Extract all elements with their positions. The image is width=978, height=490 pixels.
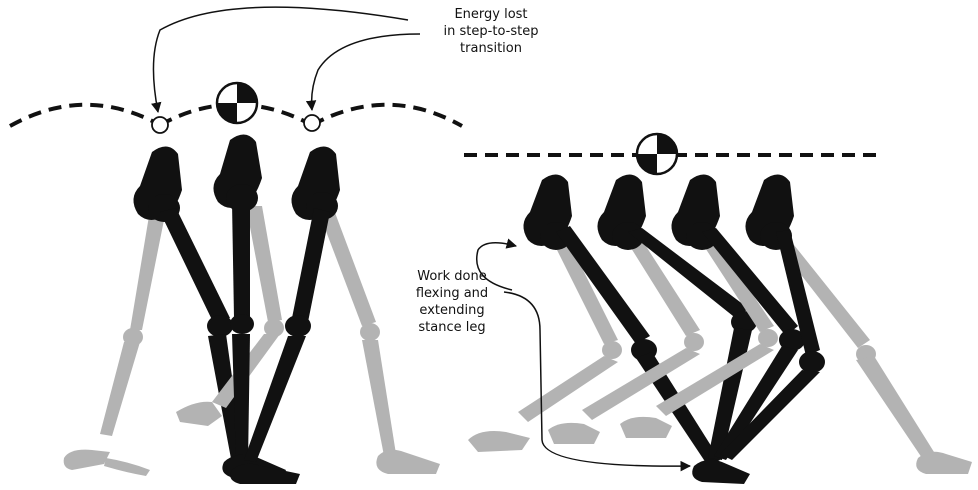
- energy-arrow-right: [312, 34, 420, 110]
- swing-leg: [64, 210, 166, 476]
- swing-leg: [318, 210, 440, 474]
- crouched-leg-panel: [464, 134, 972, 484]
- energy-lost-line-1: Energy lost: [426, 6, 556, 23]
- center-of-mass-symbol: [637, 134, 677, 174]
- straight-leg-panel: [10, 7, 462, 484]
- energy-arrow-left: [153, 7, 408, 112]
- center-of-mass-symbol: [217, 83, 257, 123]
- energy-loss-point: [304, 115, 320, 131]
- skeleton-crouched-2: [548, 174, 757, 460]
- work-done-annotation: Work done flexing and extending stance l…: [398, 268, 506, 336]
- work-done-line-1: Work done: [398, 268, 506, 285]
- work-done-line-4: stance leg: [398, 319, 506, 336]
- energy-loss-point: [152, 117, 168, 133]
- energy-lost-line-3: transition: [426, 40, 556, 57]
- work-done-line-3: extending: [398, 302, 506, 319]
- energy-lost-annotation: Energy lost in step-to-step transition: [426, 6, 556, 57]
- energy-lost-line-2: in step-to-step: [426, 23, 556, 40]
- work-done-line-2: flexing and: [398, 285, 506, 302]
- pelvis: [213, 134, 262, 212]
